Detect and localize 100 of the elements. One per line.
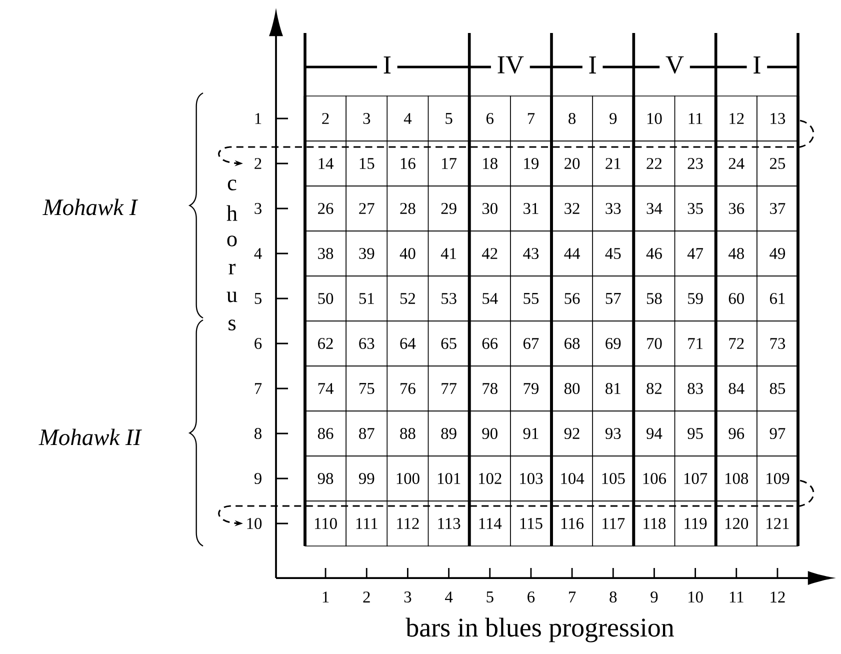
table-cell: 16	[386, 140, 429, 186]
table-cell: 28	[386, 186, 429, 232]
table-cell: 74	[304, 366, 346, 412]
row-number: 10	[247, 518, 262, 530]
table-cell: 86	[304, 410, 346, 456]
section-label: Mohawk II	[38, 428, 142, 446]
table-cell: 120	[715, 500, 758, 546]
row-number: 7	[255, 383, 262, 394]
row-number: 4	[254, 248, 262, 259]
row-number: 9	[254, 473, 262, 484]
table-cell: 121	[756, 500, 798, 546]
chorus-letter: o	[227, 236, 237, 246]
table-cell: 15	[346, 140, 388, 186]
table-cell: 57	[592, 276, 634, 322]
table-cell: 115	[510, 500, 552, 546]
chorus-letter: s	[228, 320, 236, 330]
column-number: 4	[445, 592, 453, 602]
table-cell: 5	[428, 96, 470, 142]
table-cell: 97	[756, 410, 798, 456]
table-cell: 58	[633, 276, 676, 322]
table-cell: 65	[428, 320, 470, 366]
table-cell: 107	[674, 456, 716, 502]
table-cell: 8	[551, 96, 593, 142]
table-cell: 33	[592, 186, 634, 232]
table-cell: 11	[674, 96, 716, 142]
chorus-letter: h	[226, 205, 238, 221]
table-cell: 56	[551, 276, 593, 322]
table-cell: 47	[674, 230, 716, 276]
table-cell: 6	[468, 96, 511, 142]
table-cell: 76	[386, 366, 429, 412]
table-cell: 82	[633, 366, 676, 412]
table-cell: 35	[674, 186, 716, 232]
table-cell: 106	[633, 456, 676, 502]
table-cell: 83	[674, 366, 716, 412]
table-cell: 93	[592, 410, 634, 456]
table-cell: 71	[674, 320, 716, 366]
table-cell: 27	[346, 186, 388, 232]
table-cell: 21	[592, 140, 634, 186]
chord-label: V	[660, 55, 690, 75]
column-number: 11	[730, 592, 744, 602]
column-number: 8	[610, 591, 617, 603]
table-cell: 59	[674, 276, 716, 322]
table-cell: 68	[551, 320, 593, 366]
chorus-letter: c	[228, 180, 236, 190]
column-number: 5	[486, 592, 494, 602]
table-cell: 42	[468, 230, 511, 276]
table-cell: 30	[468, 186, 511, 232]
table-cell: 20	[551, 140, 593, 186]
table-cell: 99	[346, 456, 388, 502]
row-number: 1	[255, 113, 262, 124]
column-number: 6	[528, 592, 535, 603]
table-cell: 78	[468, 366, 511, 412]
table-cell: 53	[428, 276, 470, 322]
column-number: 7	[569, 592, 576, 602]
table-cell: 88	[386, 410, 429, 456]
table-cell: 9	[592, 96, 634, 142]
table-cell: 119	[674, 500, 716, 546]
table-cell: 85	[756, 366, 798, 412]
column-number: 10	[688, 591, 703, 603]
table-cell: 114	[468, 500, 511, 546]
table-cell: 79	[510, 366, 552, 412]
table-cell: 111	[346, 500, 388, 546]
row-number: 6	[254, 338, 262, 350]
table-cell: 62	[304, 320, 346, 366]
table-cell: 31	[510, 186, 552, 232]
table-cell: 103	[510, 456, 552, 502]
table-cell: 67	[510, 320, 552, 366]
chorus-letter: u	[226, 292, 238, 302]
column-number: 9	[650, 592, 658, 603]
table-cell: 23	[674, 140, 716, 186]
table-cell: 34	[633, 186, 676, 232]
table-cell: 66	[468, 320, 511, 366]
table-cell: 2	[304, 96, 346, 142]
table-cell: 26	[304, 186, 346, 232]
table-cell: 72	[715, 320, 758, 366]
table-cell: 104	[551, 456, 593, 502]
table-cell: 46	[633, 230, 676, 276]
row-number: 3	[254, 203, 262, 214]
table-cell: 51	[346, 276, 388, 322]
table-cell: 12	[715, 96, 758, 142]
table-cell: 22	[633, 140, 676, 186]
table-cell: 118	[633, 500, 676, 546]
table-cell: 48	[715, 230, 758, 276]
table-cell: 94	[633, 410, 676, 456]
chorus-letter: r	[228, 264, 236, 274]
table-cell: 17	[428, 140, 470, 186]
table-cell: 116	[551, 500, 593, 546]
table-cell: 91	[510, 410, 552, 456]
table-cell: 84	[715, 366, 758, 412]
column-number: 2	[363, 592, 370, 602]
table-cell: 18	[468, 140, 511, 186]
table-cell: 61	[756, 276, 798, 322]
column-number: 12	[770, 592, 785, 602]
table-cell: 50	[304, 276, 346, 322]
table-cell: 77	[428, 366, 470, 412]
table-cell: 110	[304, 500, 346, 546]
table-cell: 55	[510, 276, 552, 322]
column-number: 1	[322, 592, 329, 602]
table-cell: 43	[510, 230, 552, 276]
table-cell: 4	[386, 96, 429, 142]
